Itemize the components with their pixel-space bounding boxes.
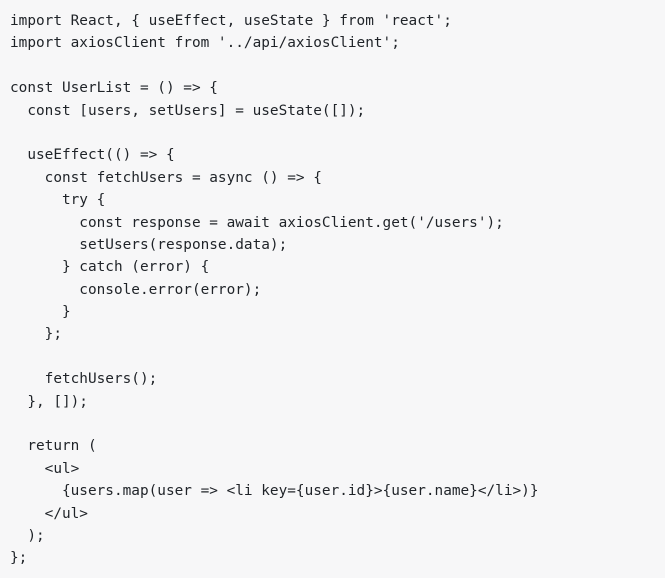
code-line: };: [10, 550, 28, 567]
code-line: import axiosClient from '../api/axiosCli…: [10, 35, 400, 52]
code-line: const UserList = () => {: [10, 80, 218, 97]
code-line: const fetchUsers = async () => {: [10, 169, 322, 186]
code-line: import React, { useEffect, useState } fr…: [10, 13, 452, 29]
code-line: const response = await axiosClient.get('…: [10, 214, 504, 231]
code-line: </ul>: [10, 505, 88, 522]
code-block: import React, { useEffect, useState } fr…: [10, 10, 539, 570]
code-line: [10, 122, 539, 144]
code-line: useEffect(() => {: [10, 147, 175, 164]
code-line: );: [10, 527, 45, 544]
code-line: const [users, setUsers] = useState([]);: [10, 102, 366, 119]
code-line: try {: [10, 192, 106, 209]
code-line: }: [10, 304, 71, 321]
code-line: [10, 55, 539, 77]
code-line: <ul>: [10, 460, 80, 477]
code-line: } catch (error) {: [10, 259, 210, 276]
code-line: [10, 346, 539, 368]
code-line: fetchUsers();: [10, 371, 158, 388]
code-line: }, []);: [10, 393, 88, 410]
code-line: return (: [10, 438, 97, 455]
code-line: console.error(error);: [10, 281, 262, 298]
code-line: };: [10, 326, 62, 343]
code-line: setUsers(response.data);: [10, 236, 288, 253]
code-line: [10, 413, 539, 435]
code-line: {users.map(user => <li key={user.id}>{us…: [10, 483, 539, 500]
